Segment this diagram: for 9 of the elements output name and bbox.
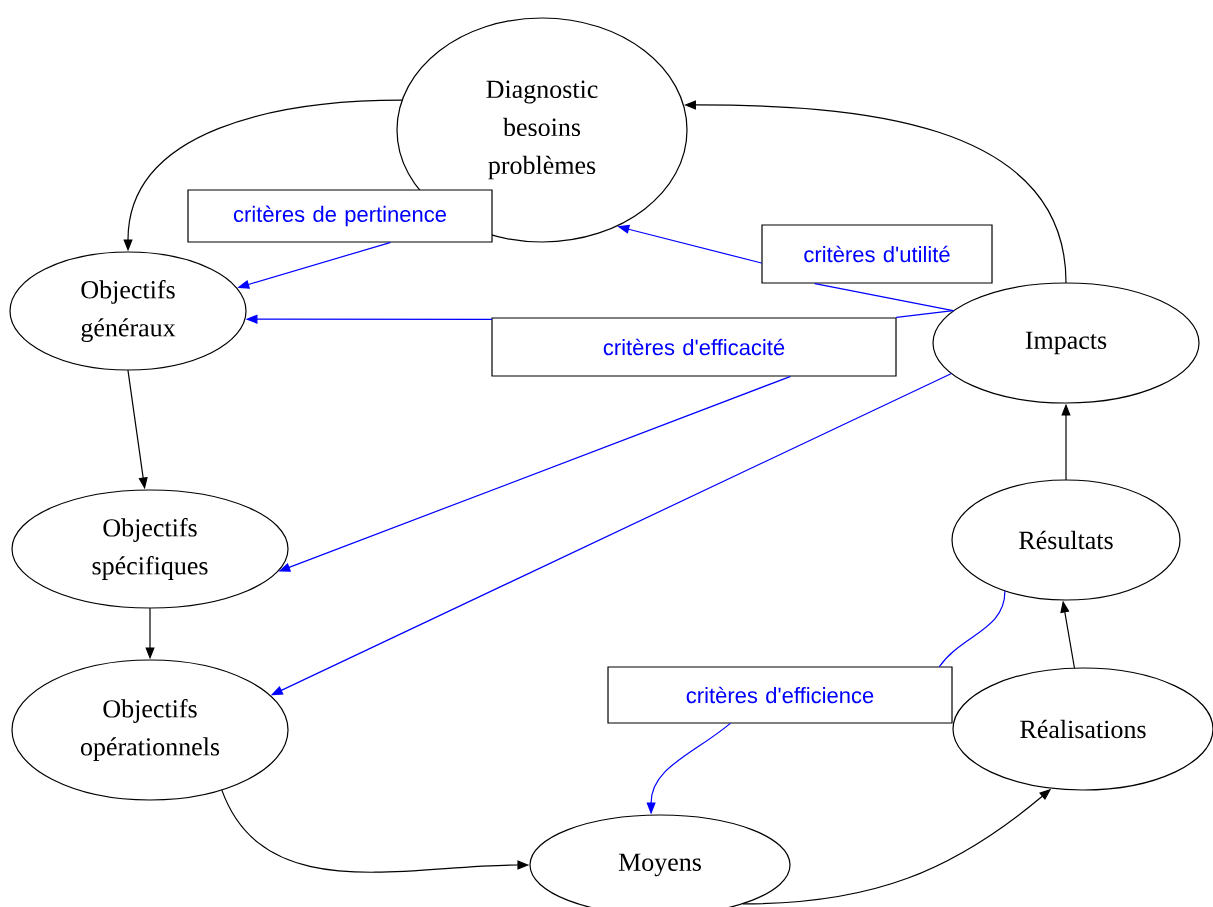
criteria-box: critères de pertinence [187,189,493,243]
ellipse-node: Objectifs opérationnels [11,659,289,801]
ellipse-node: Objectifs généraux [9,251,247,371]
ellipse-node: Objectifs spécifiques [11,489,289,609]
ellipse-node: Impacts [932,282,1200,404]
criteria-box: critères d'utilité [761,224,993,284]
criteria-box: critères d'efficacité [491,317,897,377]
ellipse-node: Résultats [951,479,1181,601]
criteria-box: critères d'efficience [607,666,953,724]
